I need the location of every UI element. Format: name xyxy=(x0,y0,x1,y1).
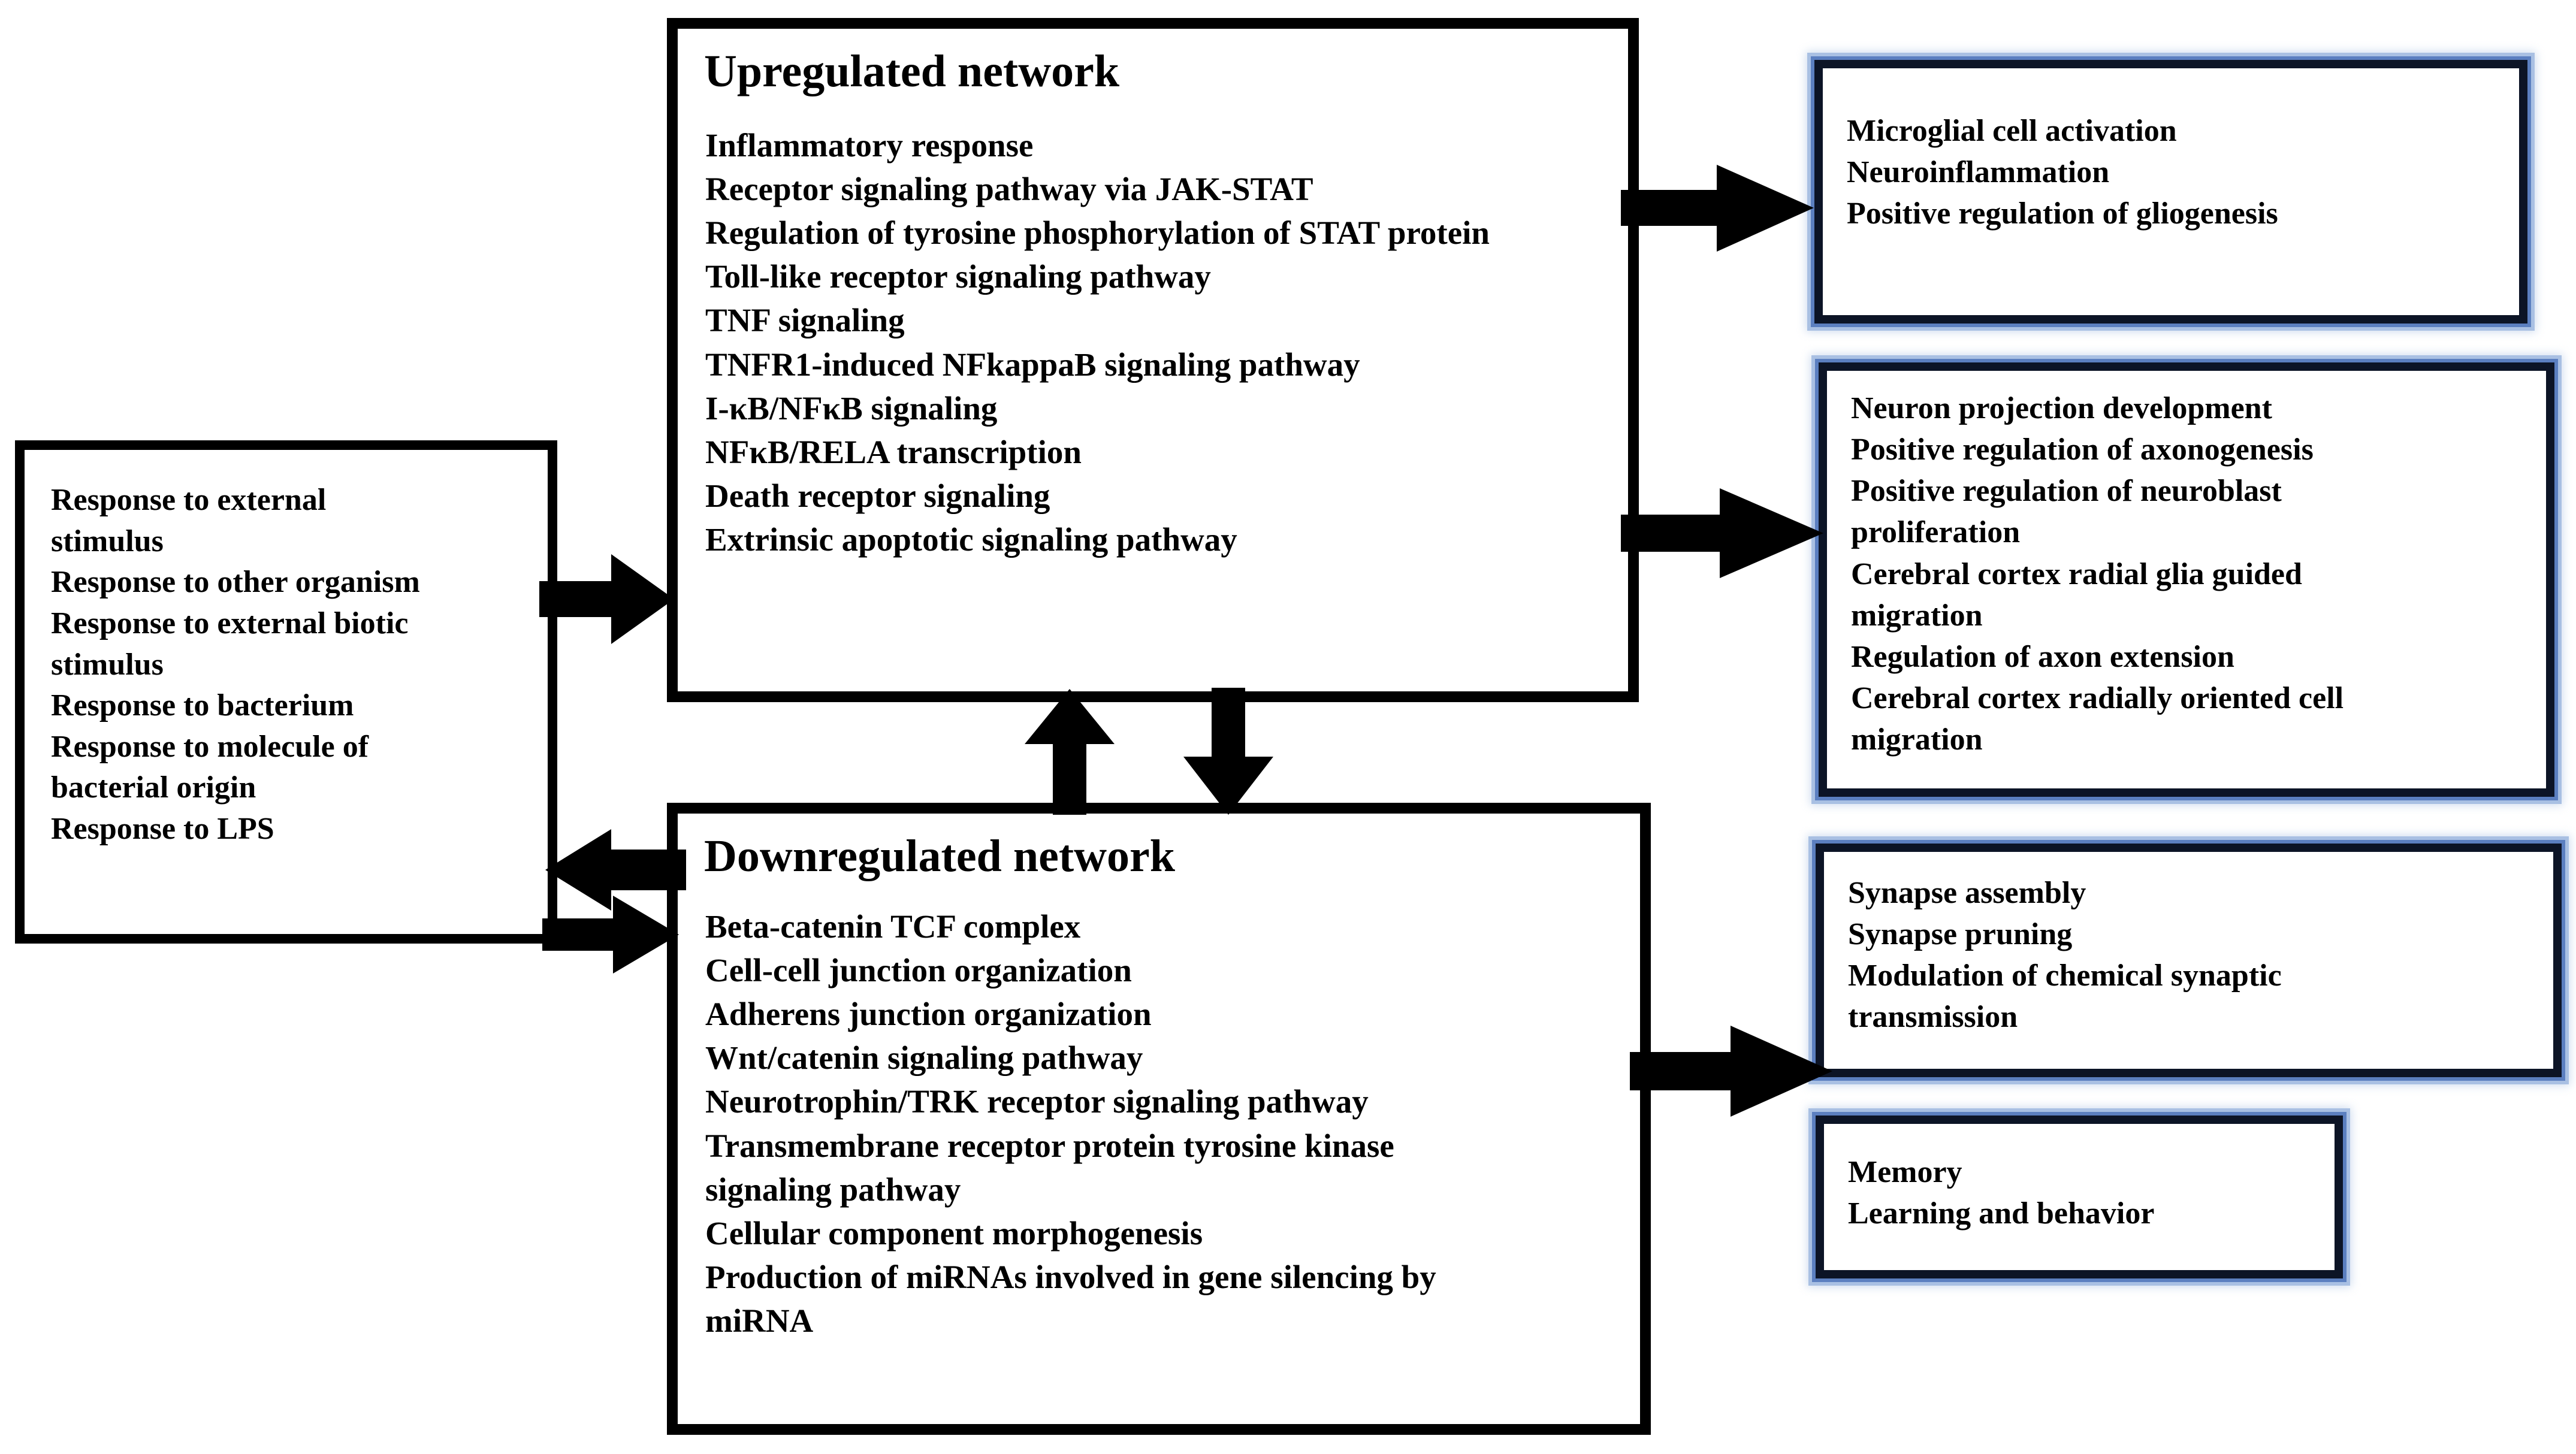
list-item: Receptor signaling pathway via JAK-STAT xyxy=(705,170,1313,207)
list-item: Microglial cell activation xyxy=(1847,114,2177,148)
list-item: Cellular component morphogenesis xyxy=(705,1214,1203,1252)
list-item: Inflammatory response xyxy=(705,126,1034,164)
list-item: Transmembrane receptor protein tyrosine … xyxy=(705,1127,1394,1164)
list-item: Positive regulation of gliogenesis xyxy=(1847,197,2278,231)
stimulus-box: Response to external stimulus Response t… xyxy=(15,440,557,944)
upregulated-box-inner: Upregulated network Inflammatory respons… xyxy=(678,29,1628,691)
downregulated-box-inner: Downregulated network Beta-catenin TCF c… xyxy=(678,814,1640,1424)
outcome-box-2-inner: Neuron projection development Positive r… xyxy=(1827,371,2546,788)
outcome-2-list: Neuron projection development Positive r… xyxy=(1845,388,2528,760)
list-item: Adherens junction organization xyxy=(705,996,1152,1033)
list-item: Cell-cell junction organization xyxy=(705,951,1132,989)
list-item: Memory xyxy=(1848,1155,1962,1189)
arrow-upregulated-to-downregulated xyxy=(1174,688,1282,815)
list-item: Learning and behavior xyxy=(1848,1196,2155,1231)
list-item: stimulus xyxy=(51,524,164,558)
arrow-stimulus-to-upregulated xyxy=(539,539,683,659)
arrow-head-right xyxy=(1621,488,1823,578)
list-item: Modulation of chemical synaptic xyxy=(1848,959,2282,993)
downregulated-list: Beta-catenin TCF complex Cell-cell junct… xyxy=(696,905,1622,1343)
outcome-box-memory: Memory Learning and behavior xyxy=(1816,1116,2343,1278)
outcome-box-neuron-development: Neuron projection development Positive r… xyxy=(1819,362,2554,797)
list-item: Response to external xyxy=(51,483,327,517)
downregulated-network-box: Downregulated network Beta-catenin TCF c… xyxy=(667,803,1651,1435)
list-item: Regulation of tyrosine phosphorylation o… xyxy=(705,214,1490,252)
upregulated-title: Upregulated network xyxy=(704,46,1120,96)
list-item: Cerebral cortex radially oriented cell xyxy=(1851,681,2344,716)
outcome-box-synapse: Synapse assembly Synapse pruning Modulat… xyxy=(1816,844,2562,1077)
list-item: Neuron projection development xyxy=(1851,391,2272,425)
list-item: Response to external biotic xyxy=(51,606,409,640)
arrow-stimulus-to-downregulated xyxy=(542,890,686,980)
arrow-downregulated-to-upregulated xyxy=(1016,689,1124,815)
list-item: Response to molecule of xyxy=(51,729,369,764)
outcome-1-list: Microglial cell activation Neuroinflamma… xyxy=(1841,110,2501,234)
outcome-3-list: Synapse assembly Synapse pruning Modulat… xyxy=(1842,872,2535,1038)
list-item: bacterial origin xyxy=(51,770,256,805)
list-item: Positive regulation of axonogenesis xyxy=(1851,433,2314,467)
arrow-upregulated-to-outcome-2 xyxy=(1621,476,1828,590)
list-item: Extrinsic apoptotic signaling pathway xyxy=(705,521,1237,558)
outcome-box-1-inner: Microglial cell activation Neuroinflamma… xyxy=(1823,68,2519,315)
upregulated-list: Inflammatory response Receptor signaling… xyxy=(696,123,1610,561)
stimulus-box-inner: Response to external stimulus Response t… xyxy=(25,450,548,934)
outcome-4-list: Memory Learning and behavior xyxy=(1842,1151,2317,1234)
list-item: Positive regulation of neuroblast xyxy=(1851,474,2282,509)
arrow-head-down xyxy=(1183,688,1273,815)
downregulated-title: Downregulated network xyxy=(704,831,1176,881)
arrow-upregulated-to-outcome-1 xyxy=(1621,153,1819,264)
arrow-downregulated-to-outcome-3 xyxy=(1630,1012,1837,1129)
list-item: proliferation xyxy=(1851,515,2021,550)
outcome-box-4-inner: Memory Learning and behavior xyxy=(1824,1124,2335,1270)
list-item: migration xyxy=(1851,598,1983,633)
list-item: NFκB/RELA transcription xyxy=(705,433,1082,470)
list-item: Neurotrophin/TRK receptor signaling path… xyxy=(705,1083,1369,1120)
list-item: Wnt/catenin signaling pathway xyxy=(705,1039,1143,1077)
list-item: migration xyxy=(1851,723,1983,757)
list-item: Cerebral cortex radial glia guided xyxy=(1851,557,2302,591)
list-item: Production of miRNAs involved in gene si… xyxy=(705,1258,1436,1295)
list-item: transmission xyxy=(1848,1000,2018,1035)
arrow-head-right xyxy=(1621,165,1814,252)
list-item: signaling pathway xyxy=(705,1171,961,1208)
list-item: Regulation of axon extension xyxy=(1851,639,2234,674)
list-item: Response to bacterium xyxy=(51,688,354,723)
list-item: I-κB/NFκB signaling xyxy=(705,389,998,427)
stimulus-list: Response to external stimulus Response t… xyxy=(43,480,530,850)
arrow-head-right xyxy=(1630,1026,1832,1117)
list-item: Neuroinflammation xyxy=(1847,155,2110,190)
list-item: Synapse assembly xyxy=(1848,876,2086,910)
arrow-head-up xyxy=(1025,689,1115,815)
list-item: stimulus xyxy=(51,647,164,682)
list-item: Response to LPS xyxy=(51,812,274,846)
list-item: Response to other organism xyxy=(51,565,420,600)
list-item: miRNA xyxy=(705,1302,814,1340)
outcome-box-neuroinflammation: Microglial cell activation Neuroinflamma… xyxy=(1814,60,2527,324)
outcome-box-3-inner: Synapse assembly Synapse pruning Modulat… xyxy=(1824,852,2553,1069)
arrow-head-right xyxy=(542,896,679,974)
list-item: TNFR1-induced NFkappaB signaling pathway xyxy=(705,346,1360,383)
list-item: Beta-catenin TCF complex xyxy=(705,908,1081,945)
arrow-head-right xyxy=(539,554,674,644)
list-item: Synapse pruning xyxy=(1848,917,2073,952)
upregulated-network-box: Upregulated network Inflammatory respons… xyxy=(667,18,1639,702)
arrow-downregulated-to-stimulus xyxy=(542,827,686,914)
list-item: Toll-like receptor signaling pathway xyxy=(705,258,1211,295)
list-item: Death receptor signaling xyxy=(705,477,1050,514)
list-item: TNF signaling xyxy=(705,302,905,339)
arrow-head-left xyxy=(545,829,686,911)
